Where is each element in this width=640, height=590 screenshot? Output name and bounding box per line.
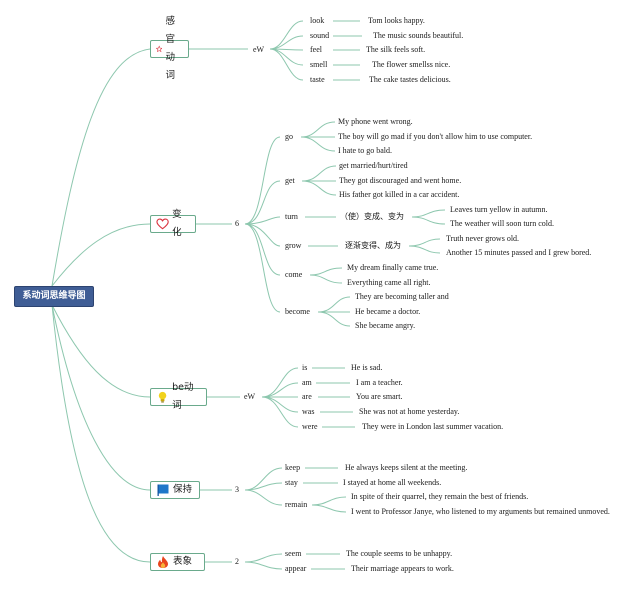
verb-node[interactable]: seem [285, 549, 302, 558]
example-sentence[interactable]: I am a teacher. [356, 378, 403, 387]
main-node-keep[interactable]: 保持 [150, 481, 200, 499]
verb-node[interactable]: smell [310, 60, 328, 69]
meaning-note[interactable]: 逐渐变得、成为 [345, 241, 401, 250]
example-sentence[interactable]: You are smart. [356, 392, 403, 401]
example-sentence[interactable]: My dream finally came true. [347, 263, 439, 272]
example-sentence[interactable]: The couple seems to be unhappy. [346, 549, 453, 558]
count-label: 3 [235, 485, 239, 494]
example-sentence[interactable]: He is sad. [351, 363, 383, 372]
heart-outline-icon [156, 218, 169, 230]
verb-node[interactable]: keep [285, 463, 301, 472]
verb-node[interactable]: are [302, 392, 312, 401]
example-sentence[interactable]: I stayed at home all weekends. [343, 478, 442, 487]
example-sentence[interactable]: Truth never grows old. [446, 234, 520, 243]
meaning-note[interactable]: （使）变成、变为 [340, 212, 404, 221]
verb-node[interactable]: remain [285, 500, 308, 509]
example-sentence[interactable]: He became a doctor. [355, 307, 421, 316]
example-sentence[interactable]: The flower smellss nice. [372, 60, 451, 69]
verb-node[interactable]: appear [285, 564, 307, 573]
main-node-label: 保持 [173, 484, 193, 495]
flag-icon [157, 484, 169, 496]
main-node-change[interactable]: 变化 [150, 209, 196, 238]
example-sentence[interactable]: In spite of their quarrel, they remain t… [351, 492, 529, 501]
main-node-appearance[interactable]: 表象 [150, 553, 205, 571]
verb-node[interactable]: was [302, 407, 315, 416]
verb-node[interactable]: go [285, 132, 293, 141]
example-sentence[interactable]: She was not at home yesterday. [359, 407, 460, 416]
example-sentence[interactable]: Another 15 minutes passed and I grew bor… [446, 248, 592, 257]
example-sentence[interactable]: The music sounds beautiful. [373, 31, 464, 40]
verb-node[interactable]: come [285, 270, 303, 279]
star-outline-icon [156, 45, 163, 53]
main-node-label: be动词 [172, 382, 194, 411]
verb-node[interactable]: were [302, 422, 318, 431]
example-sentence[interactable]: I went to Professor Janye, who listened … [351, 507, 610, 516]
example-sentence[interactable]: She became angry. [355, 321, 416, 330]
verb-node[interactable]: grow [285, 241, 302, 250]
verb-node[interactable]: become [285, 307, 310, 316]
main-node-label: 表象 [173, 556, 193, 567]
fire-icon [158, 556, 168, 568]
example-sentence[interactable]: His father got killed in a car accident. [339, 190, 460, 199]
example-sentence[interactable]: Leaves turn yellow in autumn. [450, 205, 548, 214]
verb-node[interactable]: turn [285, 212, 298, 221]
count-label: eW [253, 45, 265, 54]
count-label: 6 [235, 219, 239, 228]
example-sentence[interactable]: The cake tastes delicious. [369, 75, 451, 84]
example-sentence[interactable]: My phone went wrong. [338, 117, 413, 126]
count-label: 2 [235, 557, 239, 566]
example-sentence[interactable]: Their marriage appears to work. [351, 564, 454, 573]
example-sentence[interactable]: The boy will go mad if you don't allow h… [338, 132, 533, 141]
count-label: eW [244, 392, 256, 401]
verb-node[interactable]: get [285, 176, 295, 185]
main-node-label: 感官动词 [165, 16, 175, 81]
example-sentence[interactable]: The weather will soon turn cold. [450, 219, 554, 228]
example-sentence[interactable]: They are becoming taller and [355, 292, 449, 301]
example-sentence[interactable]: Tom looks happy. [368, 16, 425, 25]
verb-node[interactable]: feel [310, 45, 322, 54]
verb-node[interactable]: taste [310, 75, 325, 84]
example-sentence[interactable]: get married/hurt/tired [339, 161, 408, 170]
example-sentence[interactable]: He always keeps silent at the meeting. [345, 463, 468, 472]
verb-node[interactable]: is [302, 363, 308, 372]
example-sentence[interactable]: They were in London last summer vacation… [362, 422, 504, 431]
main-node-label: 变化 [172, 209, 182, 238]
main-node-sense-verbs[interactable]: 感官动词 [150, 16, 189, 81]
verb-node[interactable]: look [310, 16, 325, 25]
verb-node[interactable]: stay [285, 478, 298, 487]
example-sentence[interactable]: I hate to go bald. [338, 146, 392, 155]
root-node[interactable]: 系动词思维导图 [14, 286, 94, 307]
verb-node[interactable]: sound [310, 31, 330, 40]
example-sentence[interactable]: The silk feels soft. [366, 45, 426, 54]
example-sentence[interactable]: They got discouraged and went home. [339, 176, 462, 185]
example-sentence[interactable]: Everything came all right. [347, 278, 431, 287]
main-node-be-verbs[interactable]: be动词 [150, 382, 207, 411]
lightbulb-icon [158, 391, 167, 403]
verb-node[interactable]: am [302, 378, 312, 387]
